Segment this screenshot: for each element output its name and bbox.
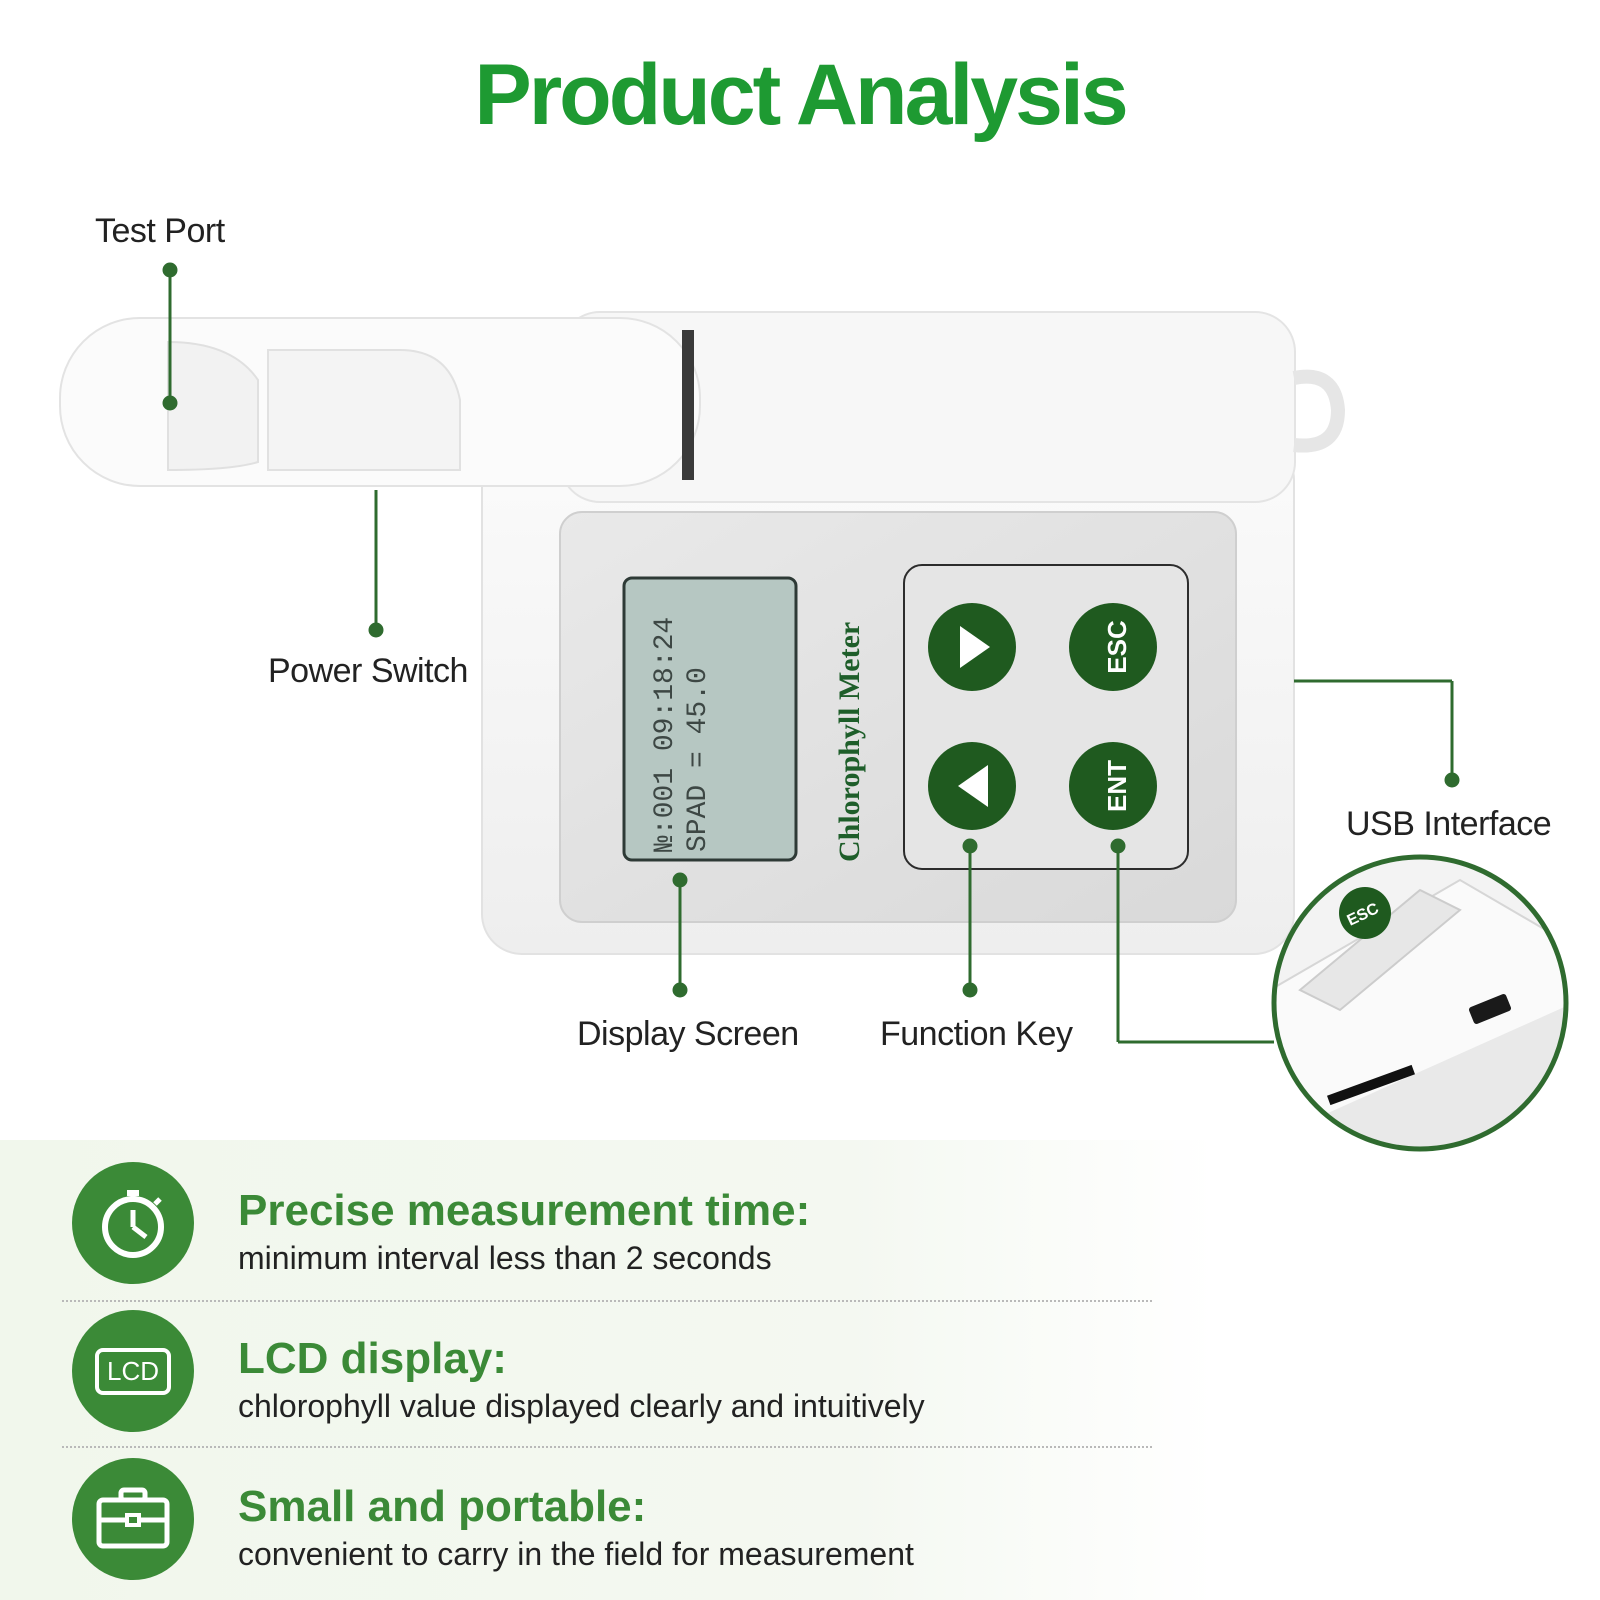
briefcase-icon xyxy=(72,1458,194,1580)
lcd-line-1: №:001 09:18:24 xyxy=(650,617,681,852)
feature-list: Precise measurement time: minimum interv… xyxy=(0,1140,1215,1600)
feature-description: minimum interval less than 2 seconds xyxy=(238,1240,772,1276)
feature-description: convenient to carry in the field for mea… xyxy=(238,1536,914,1572)
lcd-screen xyxy=(622,576,798,862)
feature-item: Precise measurement time: minimum interv… xyxy=(0,1140,1160,1288)
ent-key-label: ENT xyxy=(1102,760,1132,812)
feature-item: Small and portable: convenient to carry … xyxy=(0,1436,1160,1584)
play-left-icon xyxy=(958,765,988,807)
callout-test-port: Test Port xyxy=(95,212,225,250)
test-port xyxy=(167,340,259,472)
usb-port xyxy=(1468,994,1512,1024)
usb-inset: ESC xyxy=(1274,857,1566,1149)
feature-description: chlorophyll value displayed clearly and … xyxy=(238,1388,925,1424)
callout-power-switch: Power Switch xyxy=(268,652,468,690)
sd-slot xyxy=(1327,1064,1415,1106)
feature-item: LCD LCD display: chlorophyll value displ… xyxy=(0,1288,1160,1436)
feature-title: LCD display: xyxy=(238,1334,507,1383)
esc-key-label: ESC xyxy=(1102,620,1132,674)
ent-key[interactable]: ENT xyxy=(1069,742,1157,830)
callout-usb-interface: USB Interface xyxy=(1346,805,1552,843)
keypad xyxy=(903,564,1189,870)
callout-display-screen: Display Screen xyxy=(577,1015,799,1053)
brand-label: Chlorophyll Meter xyxy=(833,622,866,862)
divider xyxy=(62,1300,1152,1302)
next-key[interactable] xyxy=(928,603,1016,691)
lcd-icon-label: LCD xyxy=(94,1347,171,1395)
esc-key[interactable]: ESC xyxy=(1069,603,1157,691)
divider xyxy=(62,1446,1152,1448)
callout-function-key: Function Key xyxy=(880,1015,1073,1053)
prev-key[interactable] xyxy=(928,742,1016,830)
lcd-icon: LCD xyxy=(72,1310,194,1432)
page-title: Product Analysis xyxy=(474,47,1128,143)
play-right-icon xyxy=(960,626,990,668)
stopwatch-icon xyxy=(72,1162,194,1284)
lcd-line-2: SPAD = 45.0 xyxy=(683,667,714,852)
lanyard-loop xyxy=(1292,369,1346,453)
feature-title: Small and portable: xyxy=(238,1482,647,1531)
feature-title: Precise measurement time: xyxy=(238,1186,811,1235)
